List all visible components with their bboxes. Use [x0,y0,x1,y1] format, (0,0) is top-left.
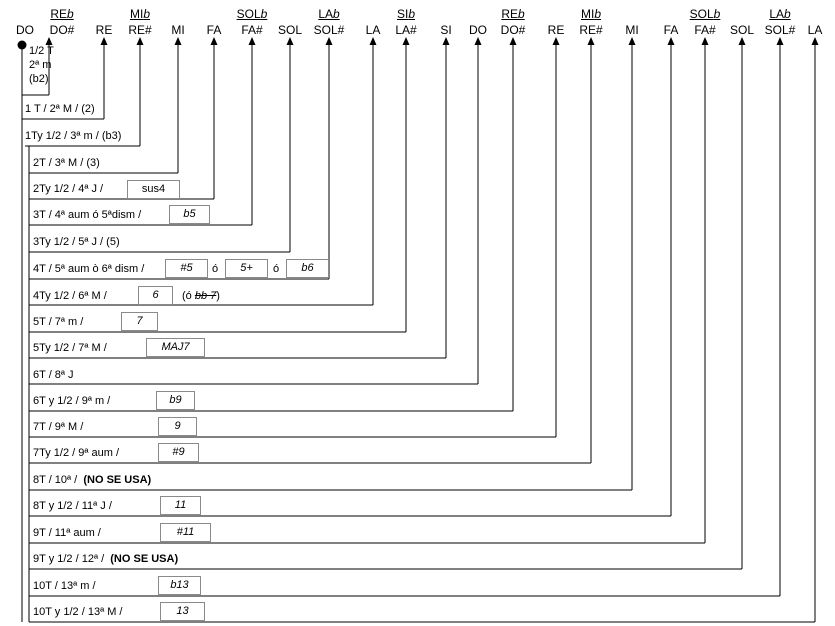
interval-row-label: 2Ty 1/2 / 4ª J / [33,183,104,195]
arrow-head [628,37,636,45]
chord-symbol-box: #9 [158,443,199,462]
note-label: RE# [128,23,152,37]
arrow-head [369,37,377,45]
chord-symbol-box: b9 [156,391,195,410]
arrow-head [811,37,819,45]
chord-symbol-box: b13 [158,576,201,595]
interval-row-label: 3Ty 1/2 / 5ª J / (5) [33,236,120,248]
note-label: MI [171,23,185,37]
note-label: MI [625,23,639,37]
flat-note-label: REb [501,7,525,21]
note-label: DO# [500,23,526,37]
arrow-head [738,37,746,45]
flat-note-label: REb [50,7,74,21]
interval-row-label: 5Ty 1/2 / 7ª M / [33,342,107,354]
flat-note-label: MIb [129,7,151,21]
flat-note-label: SIb [396,7,416,21]
arrow-head [402,37,410,45]
note-label: RE [95,23,113,37]
note-label: SOL [729,23,755,37]
interval-row-label: 10T / 13ª m / [33,580,96,592]
chord-symbol-box: 5+ [225,259,268,278]
interval-row-label: 8T y 1/2 / 11ª J / [33,500,112,512]
chord-symbol-box: 9 [158,417,197,436]
note-label: DO [469,23,487,37]
interval-row-label: 7Ty 1/2 / 9ª aum / [33,447,120,459]
arrow-head [552,37,560,45]
arrow-head [100,37,108,45]
or-separator: ó [273,263,280,275]
interval-row-label: 9T / 11ª aum / [33,527,101,539]
flat-note-label: LAb [769,7,791,21]
chord-symbol-box: b6 [286,259,329,278]
arrow-head [701,37,709,45]
interval-row-label: 10T y 1/2 / 13ª M / [33,606,123,618]
note-label: DO [16,23,34,37]
arrow-head [45,37,53,45]
flat-note-label: MIb [580,7,602,21]
interval-row-label: 1 T / 2ª M / (2) [25,103,95,115]
interval-row-label: 6T / 8ª J [33,369,74,381]
note-label: FA# [694,23,716,37]
interval-row-label: 3T / 4ª aum ó 5ªdism / [33,209,142,221]
note-label: SOL# [764,23,796,37]
chord-symbol-box: sus4 [127,180,180,199]
half-step-line2: 2ª m [29,59,52,71]
note-label: LA [807,23,823,37]
interval-row-label: 4Ty 1/2 / 6ª M / [33,290,107,302]
half-step-line1: 1/2 T [29,45,54,57]
chord-symbol-box: 6 [138,286,173,305]
note-label: RE [547,23,565,37]
chord-symbol-box: #11 [160,523,211,542]
or-separator: ó [212,263,219,275]
arrow-head [474,37,482,45]
flat-note-label: SOLb [236,7,268,21]
note-label: SOL# [313,23,345,37]
interval-row-label: 8T / 10ª / (NO SE USA) [33,474,152,486]
arrow-head [248,37,256,45]
arrow-head [442,37,450,45]
note-label: LA# [395,23,417,37]
interval-row-label: 2T / 3ª M / (3) [33,157,100,169]
chord-symbol-box: 13 [160,602,205,621]
flat-note-label: SOLb [689,7,721,21]
arrow-head [776,37,784,45]
chord-symbol-box: MAJ7 [146,338,205,357]
arrow-head [210,37,218,45]
interval-row-label: 6T y 1/2 / 9ª m / [33,395,111,407]
flat-note-label: LAb [318,7,340,21]
arrow-head [667,37,675,45]
chord-symbol-box: 7 [121,312,158,331]
alt-notation: (ó bb 7) [182,290,220,302]
note-label: FA# [241,23,263,37]
note-label: FA [206,23,222,37]
note-label: LA [365,23,381,37]
arrow-head [587,37,595,45]
interval-row-label: 9T y 1/2 / 12ª / (NO SE USA) [33,553,179,565]
note-label: FA [663,23,679,37]
arrow-head [174,37,182,45]
note-label: SI [440,23,452,37]
interval-row-label: 7T / 9ª M / [33,421,84,433]
chord-symbol-box: 11 [160,496,201,515]
interval-row-label: 4T / 5ª aum ò 6ª dism / [33,263,145,275]
interval-row-label: 5T / 7ª m / [33,316,84,328]
note-label: SOL [277,23,303,37]
note-label: RE# [579,23,603,37]
arrow-head [509,37,517,45]
half-step-line3: (b2) [29,73,49,85]
arrow-head [136,37,144,45]
arrow-head [325,37,333,45]
half-step-label: 1/2 T 2ª m (b2) [29,44,54,86]
arrow-head [286,37,294,45]
note-label: DO# [49,23,75,37]
chord-symbol-box: #5 [165,259,208,278]
chord-symbol-box: b5 [169,205,210,224]
interval-row-label: 1Ty 1/2 / 3ª m / (b3) [25,130,122,142]
